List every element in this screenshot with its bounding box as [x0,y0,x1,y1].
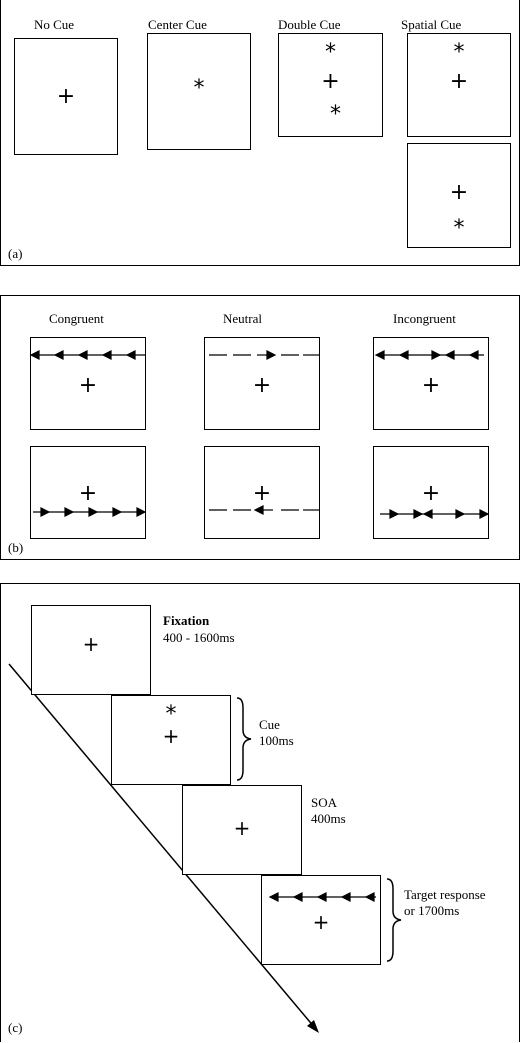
fixation-cross: + [449,180,469,205]
timeline-arrow [8,663,319,1033]
label-congruent: Congruent [49,311,104,326]
fixation-cross: + [162,724,180,748]
neutral-bottom-box: + [204,446,320,539]
fixation-duration: 400 - 1600ms [163,630,235,645]
fixation-cross: + [78,481,98,506]
fixation-cross: + [233,816,251,840]
no-cue-box: + [14,38,118,155]
label-no-cue: No Cue [34,17,75,32]
double-cue-bottom-asterisk: * [330,102,341,127]
target-brace [386,878,402,962]
fixation-cross: + [421,373,441,398]
double-cue-box: * + * [278,33,383,137]
label-neutral: Neutral [223,311,262,326]
fixation-cross: + [321,69,340,94]
panel-b: Congruent Neutral Incongruent + [0,295,520,560]
center-cue-asterisk: * [193,76,205,101]
soa-box: + [182,785,302,875]
target-title: Target response [404,887,486,902]
flanker-arrows [33,507,147,517]
fixation-cross: + [449,69,469,94]
label-incongruent: Incongruent [393,311,456,326]
fixation-cross: + [56,84,76,109]
panel-c-label: (c) [8,1020,23,1035]
fixation-cross: + [421,481,441,506]
incongruent-bottom-box: + [373,446,490,539]
center-cue-box: * [147,33,251,150]
flanker-arrows [268,892,376,902]
flanker-lines [209,505,319,515]
label-center-cue: Center Cue [148,17,207,32]
spatial-cue-asterisk: * [453,40,465,65]
double-cue-top-asterisk: * [325,40,336,65]
fixation-cross: + [82,632,100,656]
fixation-cross: + [252,481,272,506]
label-spatial-cue: Spatial Cue [401,17,462,32]
cue-brace [236,697,252,781]
flanker-arrows [374,350,484,360]
fixation-cross: + [78,373,98,398]
label-double-cue: Double Cue [278,17,341,32]
fixation-box: + [31,605,151,695]
fixation-cross: + [312,910,330,934]
panel-c: + * + + + Fixation 400 - 1600ms Cue 100m… [0,583,520,1042]
flanker-arrows [380,509,490,519]
fixation-title: Fixation [163,613,210,628]
incongruent-top-box: + [373,337,489,430]
cue-asterisk: * [165,702,177,727]
panel-b-label: (b) [8,540,24,555]
spatial-cue-bottom-box: + * [407,143,511,248]
congruent-top-box: + [29,337,146,430]
flanker-lines [209,350,319,360]
cue-duration: 100ms [259,733,294,748]
flanker-arrows [29,350,145,360]
fixation-cross: + [252,373,272,398]
spatial-cue-top-box: * + [407,33,511,137]
target-box: + [261,875,381,965]
cue-box: * + [111,695,231,785]
congruent-bottom-box: + [30,446,147,539]
target-duration: or 1700ms [404,903,460,918]
panel-a: No Cue Center Cue Double Cue Spatial Cue… [0,0,520,266]
soa-title: SOA [311,795,338,810]
spatial-cue-asterisk: * [453,216,465,241]
cue-title: Cue [259,717,280,732]
soa-duration: 400ms [311,811,346,826]
panel-a-label: (a) [8,246,23,261]
neutral-top-box: + [204,337,320,430]
